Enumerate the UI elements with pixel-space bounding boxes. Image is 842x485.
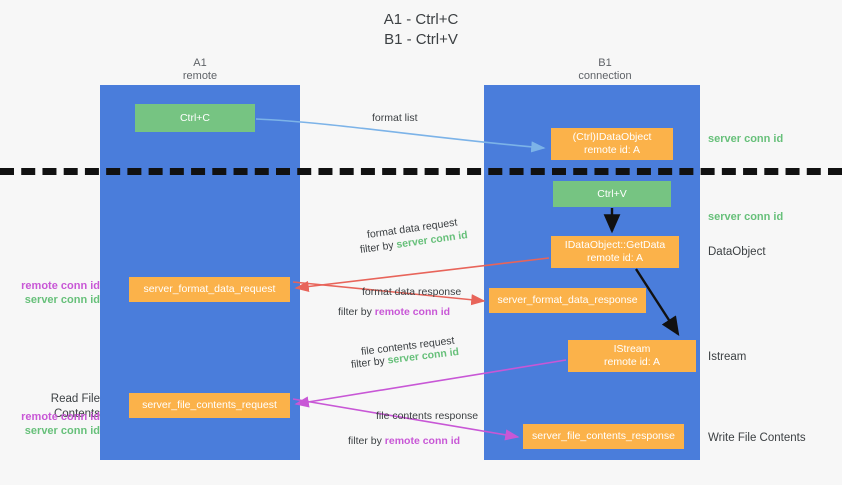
box-ctrl-v[interactable]: Ctrl+V [553,181,671,207]
box-idataobject[interactable]: (Ctrl)IDataObject remote id: A [551,128,673,160]
phase-separator [0,168,842,175]
box-server-format-data-request[interactable]: server_format_data_request [129,277,290,302]
label-server-conn-id: server conn id [24,294,100,306]
label-server-conn-id-mid: server conn id [708,211,784,223]
label-conn-ids-file: remote conn id server conn id [8,410,100,438]
label-remote-conn-id: remote conn id [21,411,100,423]
caption-format-data-response-filter: filter by remote conn id [338,305,450,319]
label-dataobject: DataObject [708,246,766,258]
box-ctrl-c[interactable]: Ctrl+C [135,104,255,132]
label-write-file-contents: Write File Contents [708,432,806,444]
label-server-conn-id-top: server conn id [708,133,784,145]
label-remote-conn-id: remote conn id [21,280,100,292]
box-server-file-contents-request[interactable]: server_file_contents_request [129,393,290,418]
caption-file-contents-response: file contents response [376,410,479,422]
filter-by-text: filter by [348,435,385,447]
box-istream[interactable]: IStream remote id: A [568,340,696,372]
page-title: A1 - Ctrl+C B1 - Ctrl+V [383,11,459,48]
remote-conn-id-text: remote conn id [374,306,451,318]
label-istream: Istream [708,351,747,363]
box-server-format-data-response[interactable]: server_format_data_response [489,288,646,313]
remote-conn-id-text: remote conn id [384,435,461,447]
filter-by-text: filter by [338,306,375,318]
caption-format-data-response: format data response [362,286,462,298]
caption-file-contents-response-filter: filter by remote conn id [348,434,460,448]
caption-format-list: format list [372,112,418,124]
label-conn-ids-format: remote conn id server conn id [8,279,100,307]
lane-header-a1: A1 remote [182,57,218,82]
label-server-conn-id: server conn id [24,425,100,437]
box-idataobject-getdata[interactable]: IDataObject::GetData remote id: A [551,236,679,268]
box-server-file-contents-response[interactable]: server_file_contents_response [523,424,684,449]
label-read-file-contents: Read File Contents [50,393,100,420]
lane-header-b1: B1 connection [578,57,632,82]
